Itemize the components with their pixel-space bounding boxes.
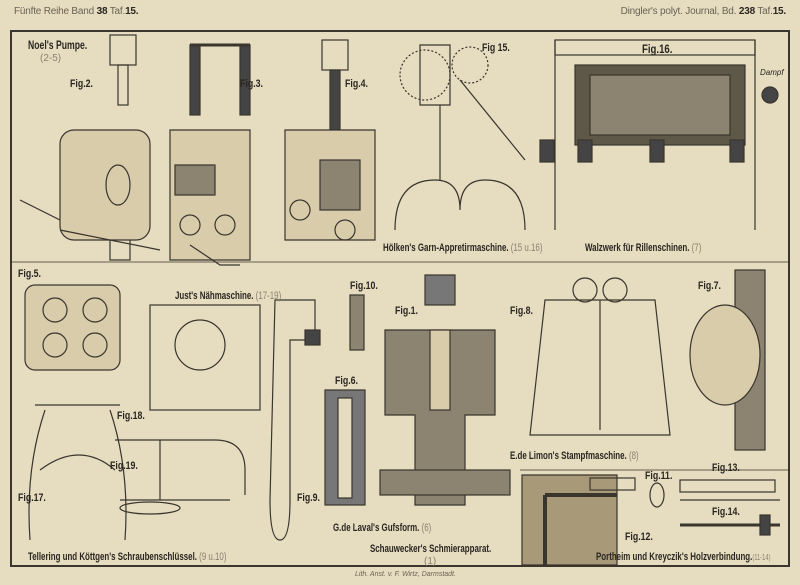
limon-fig8 — [529, 277, 671, 436]
header-right: Dingler's polyt. Journal, Bd. 238 Taf.15… — [620, 6, 787, 17]
fig-17-label: Fig.17. — [18, 492, 46, 504]
fig-12-label: Fig.12. — [625, 531, 653, 543]
title-walzwerk: Walzwerk für Rillenschinen. (7) — [585, 242, 702, 254]
fig-10-label: Fig.10. — [350, 280, 378, 292]
title-hoelken: Hölken's Garn-Appretirmaschine. (15 u.16… — [383, 242, 543, 254]
noel-pump-fig3 — [169, 43, 251, 266]
schauwecker-fig1 — [379, 274, 511, 506]
just-fig18 — [149, 304, 261, 411]
portheim-fig14 — [680, 514, 780, 536]
fig-19-label: Fig.19. — [110, 460, 138, 472]
fig-16-label: Fig.16. — [642, 42, 673, 56]
title-schauwecker: Schauwecker's Schmierapparat. — [370, 543, 492, 555]
fig-5-label: Fig.5. — [18, 268, 41, 280]
ref-noel: (2-5) — [40, 53, 62, 64]
title-laval: G.de Laval's Gufsform. (6) — [333, 522, 432, 534]
laval-fig6 — [324, 389, 366, 506]
lithographer-credit: Lith. Anst. v. F. Wirtz, Darmstadt. — [355, 571, 456, 578]
fig-14-label: Fig.14. — [712, 506, 740, 518]
fig-3-label: Fig.3. — [240, 78, 263, 90]
noel-pump-fig5 — [24, 284, 121, 371]
fig-18-label: Fig.18. — [117, 410, 145, 422]
title-just: Just's Nähmaschine. (17-19) — [175, 290, 282, 302]
hoelken-fig15 — [394, 44, 526, 231]
fig-1-label: Fig.1. — [395, 305, 418, 317]
portheim-fig12 — [521, 474, 618, 566]
plate-frame — [10, 30, 790, 567]
just-fig19 — [115, 439, 246, 515]
fig-7-label: Fig.7. — [698, 280, 721, 292]
noel-pump-fig2 — [19, 34, 161, 261]
walzwerk-fig16 — [539, 39, 779, 230]
tellering-fig10 — [349, 294, 365, 351]
portheim-fig11 — [589, 477, 665, 508]
fig-2-label: Fig.2. — [70, 78, 93, 90]
noel-pump-fig4 — [284, 39, 376, 241]
fig-6-label: Fig.6. — [335, 375, 358, 387]
fig-8-label: Fig.8. — [510, 305, 533, 317]
fig-13-label: Fig.13. — [712, 462, 740, 474]
fig-15-label: Fig 15. — [482, 42, 510, 54]
portheim-fig13 — [679, 479, 780, 501]
header-left: Fünfte Reihe Band 38 Taf.15. — [14, 6, 139, 17]
fig-11-label: Fig.11. — [645, 470, 673, 482]
just-fig17 — [28, 404, 127, 541]
tellering-fig9 — [269, 299, 321, 541]
title-noel: Noel's Pumpe. — [28, 38, 88, 52]
title-tellering: Tellering und Köttgen's Schraubenschlüss… — [28, 551, 227, 563]
title-limon: E.de Limon's Stampfmaschine. (8) — [510, 450, 639, 462]
fig-9-label: Fig.9. — [297, 492, 320, 504]
title-portheim: Portheim und Kreyczik's Holzverbindung.(… — [596, 551, 771, 563]
walzwerk-fig7 — [689, 269, 766, 451]
fig-4-label: Fig.4. — [345, 78, 368, 90]
ref-schauwecker: (1) — [424, 556, 437, 567]
annotation-dampf: Dampf — [760, 68, 784, 77]
